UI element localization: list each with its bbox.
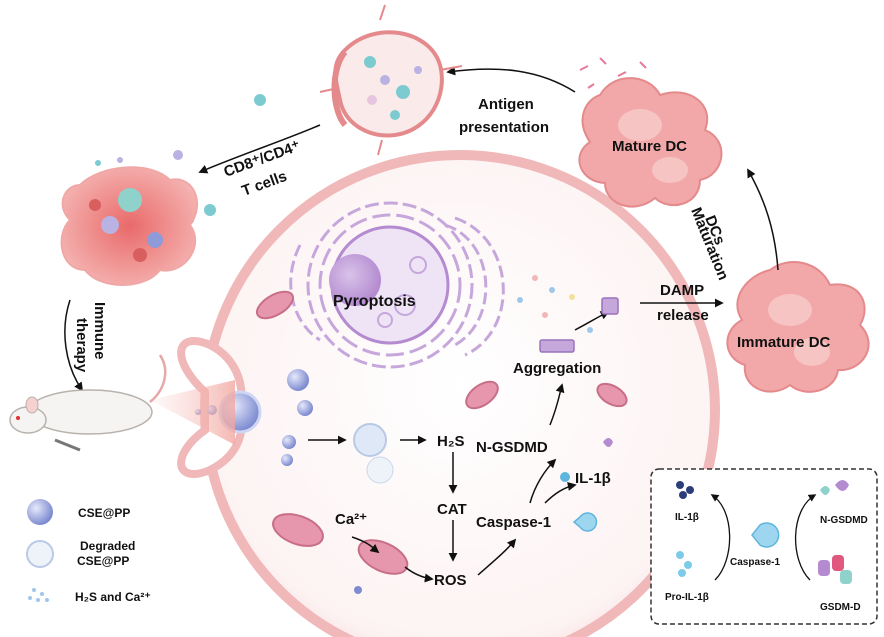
antigen-label: Antigen	[478, 96, 534, 113]
cat-label: CAT	[437, 501, 467, 518]
mitochondrion	[465, 380, 499, 410]
maturation-arrow	[747, 168, 779, 271]
gsdmd-pore-aggregate-icon	[539, 339, 575, 353]
inset-caspase1-label: Caspase-1	[730, 557, 780, 568]
legend-h2s-ca-label: H₂S and Ca²⁺	[75, 590, 151, 604]
antigen-arrow	[446, 66, 576, 93]
mitochondrion	[272, 513, 324, 547]
caspase-pacman-icon	[572, 512, 598, 532]
n-gsdmd-label: N-GSDMD	[476, 439, 548, 456]
membrane-pore-icon	[601, 297, 619, 315]
tumor	[60, 166, 199, 286]
legend-degraded-icon	[26, 540, 54, 568]
syringe-icon	[54, 438, 81, 452]
mitochondrion	[255, 290, 295, 320]
immature-dc-label: Immature DC	[737, 334, 831, 351]
highlight-beam	[150, 380, 235, 445]
ros-label: ROS	[434, 572, 467, 589]
damp-label: DAMP	[660, 282, 704, 299]
antigen-fragments	[579, 57, 647, 89]
legend-cse-pp-label: CSE@PP	[78, 506, 130, 520]
mouse	[9, 354, 235, 452]
mature-dc: Mature DC	[578, 77, 723, 208]
h2s-label: H₂S	[437, 433, 465, 450]
legend: CSE@PP Degraded CSE@PP H₂S and Ca²⁺	[26, 499, 151, 604]
inset-caspase-icon	[751, 522, 780, 548]
mitochondrion	[596, 382, 628, 408]
legend-degraded-label-2: CSE@PP	[77, 554, 129, 568]
immune-label: Immune	[91, 302, 108, 360]
t-cells-arrow	[198, 124, 321, 174]
pyroptosis-nucleus: Pyroptosis	[289, 201, 505, 369]
inset-pro-il1b-label: Pro-IL-1β	[665, 592, 709, 603]
pathway-arrows	[308, 311, 610, 583]
gsdmd-fragment-icon	[603, 438, 613, 447]
mature-dc-label: Mature DC	[612, 138, 687, 155]
immune-therapy-arrow	[64, 299, 84, 392]
caspase1-label: Caspase-1	[476, 514, 551, 531]
legend-degraded-label-1: Degraded	[80, 539, 135, 553]
inset-gsdm-d-label: GSDM-D	[820, 602, 861, 613]
lymph-node	[319, 4, 463, 156]
presentation-label: presentation	[459, 119, 549, 136]
caspase-inset: IL-1β Pro-IL-1β Caspase-1 N-GSDMD GSDM-D	[650, 468, 878, 625]
immature-dc: Immature DC	[726, 261, 870, 393]
t-cell-dots	[95, 94, 266, 224]
legend-h2s-ca-icon	[28, 588, 49, 602]
ca2-label: Ca²⁺	[335, 511, 367, 528]
release-label: release	[657, 307, 709, 324]
pyroptosis-label: Pyroptosis	[333, 293, 416, 310]
aggregation-label: Aggregation	[513, 360, 601, 377]
therapy-label: therapy	[73, 318, 90, 373]
il1b-label: IL-1β	[575, 470, 611, 487]
il1b-dot-icon	[560, 472, 570, 482]
legend-cse-pp-icon	[27, 499, 53, 525]
inset-il1b-label: IL-1β	[675, 512, 699, 523]
inset-n-gsdmd-label: N-GSDMD	[820, 515, 868, 526]
